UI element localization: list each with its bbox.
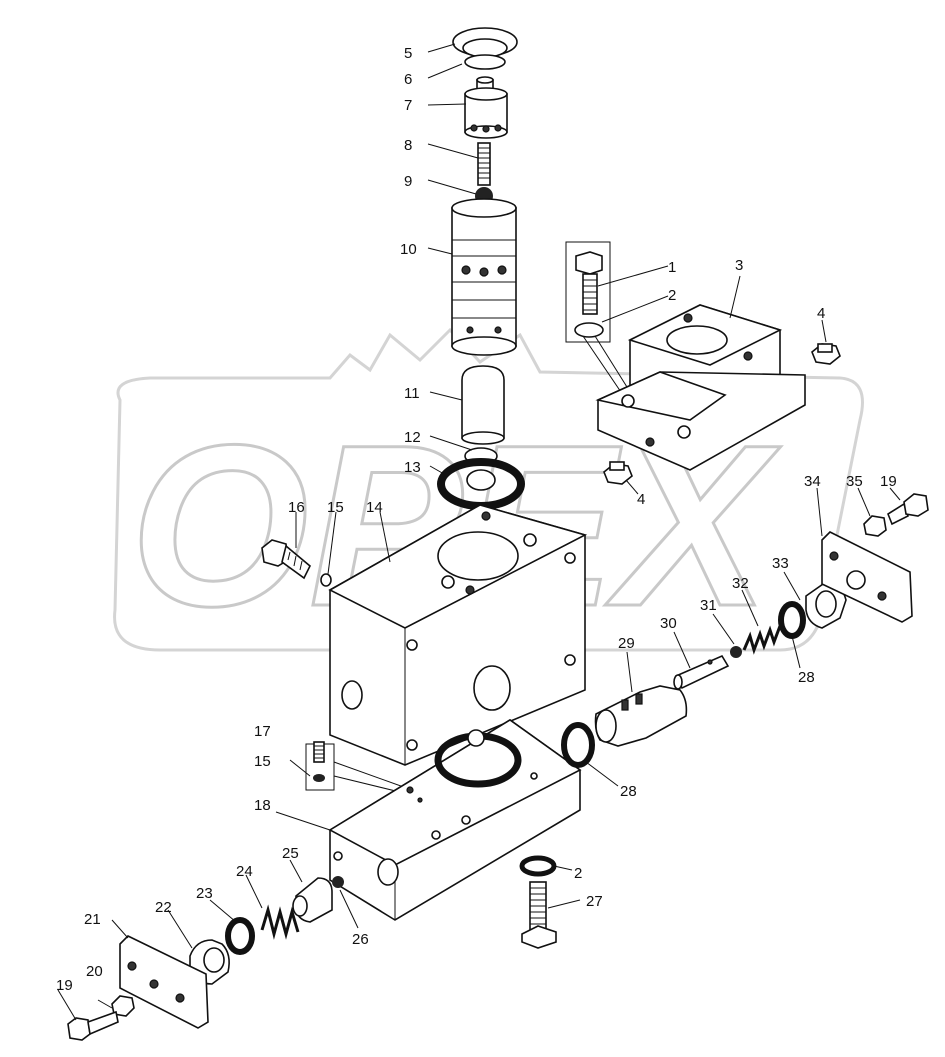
- spring-24: [260, 904, 300, 940]
- callout-34: 34: [804, 473, 821, 490]
- callout-1: 1: [668, 259, 676, 276]
- callout-29: 29: [618, 635, 635, 652]
- callout-6: 6: [404, 71, 412, 88]
- ball-26: [332, 876, 344, 888]
- callout-14: 14: [366, 499, 383, 516]
- callout-3: 3: [735, 257, 743, 274]
- spool-30: [673, 654, 730, 690]
- leader-lines: [57, 43, 901, 1021]
- cap-7: [464, 76, 508, 139]
- callout-26: 26: [352, 931, 369, 948]
- sleeve-29: [594, 685, 688, 747]
- callout-30: 30: [660, 615, 677, 632]
- callout-33: 33: [772, 555, 789, 572]
- plug-4-upper: [811, 343, 841, 365]
- bolt-19-lower: [67, 1010, 119, 1041]
- callout-19-upper: 19: [880, 473, 897, 490]
- callout-4-upper: 4: [817, 305, 825, 322]
- washer-35: [863, 515, 887, 537]
- ball-31: [730, 646, 742, 658]
- spring-32: [742, 625, 782, 655]
- callout-11: 11: [404, 385, 420, 402]
- end-plate-21: [119, 935, 209, 1029]
- callout-15-lower: 15: [254, 753, 271, 770]
- bolt-27: [521, 881, 557, 949]
- o-ring-15-upper: [320, 573, 332, 587]
- stud-17: [305, 741, 413, 796]
- callout-24: 24: [236, 863, 253, 880]
- callout-28-lower: 28: [620, 783, 637, 800]
- piston-11: [461, 365, 505, 445]
- callout-5: 5: [404, 45, 412, 62]
- callout-10: 10: [400, 241, 417, 258]
- cap-33: [805, 581, 847, 629]
- seal-ring-5: [452, 27, 518, 70]
- o-ring-28-upper: [778, 601, 806, 639]
- plug-4-lower: [603, 461, 633, 485]
- valve-body-14: [328, 504, 588, 766]
- plunger-25: [292, 877, 333, 923]
- callout-20: 20: [86, 963, 103, 980]
- callout-31: 31: [700, 597, 717, 614]
- callout-23: 23: [196, 885, 213, 902]
- callout-21: 21: [84, 911, 101, 928]
- callout-25: 25: [282, 845, 299, 862]
- callout-28-upper: 28: [798, 669, 815, 686]
- callout-12: 12: [404, 429, 421, 446]
- callout-2: 2: [668, 287, 676, 304]
- callout-16: 16: [288, 499, 305, 516]
- callout-2-lower: 2: [574, 865, 582, 882]
- callout-22: 22: [155, 899, 172, 916]
- callout-15-upper: 15: [327, 499, 344, 516]
- valve-sleeve-10: [451, 198, 517, 356]
- fitting-16: [261, 539, 311, 580]
- callout-19-lower: 19: [56, 977, 73, 994]
- bolt-1: [565, 241, 633, 399]
- callout-17: 17: [254, 723, 271, 740]
- callout-35: 35: [846, 473, 863, 490]
- ring-23: [225, 917, 255, 955]
- callout-18: 18: [254, 797, 271, 814]
- spring-8: [477, 142, 491, 186]
- lower-body-18: [328, 719, 582, 921]
- callout-13: 13: [404, 459, 421, 476]
- o-ring-28-lower: [561, 722, 595, 768]
- callout-27: 27: [586, 893, 603, 910]
- callout-9: 9: [404, 173, 412, 190]
- bolt-19-upper: [887, 493, 929, 526]
- cover-plate-3: [595, 304, 806, 471]
- callout-32: 32: [732, 575, 749, 592]
- end-plate-34: [821, 531, 913, 623]
- washer-2-lower: [519, 855, 557, 877]
- callout-7: 7: [404, 97, 412, 114]
- callout-4-lower: 4: [637, 491, 645, 508]
- callout-8: 8: [404, 137, 412, 154]
